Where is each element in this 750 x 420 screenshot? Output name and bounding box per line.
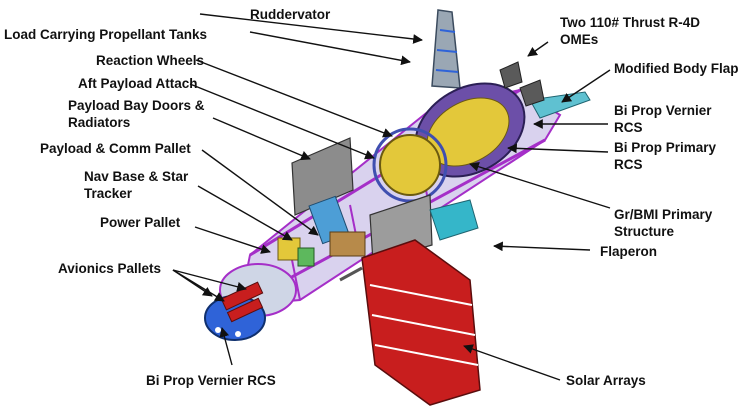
- label-aft-payload-attach: Aft Payload Attach: [78, 76, 198, 91]
- label-bi-prop-vernier-rcs-right: Bi Prop Vernier RCS: [614, 103, 712, 135]
- label-two-thrust-omes: Two 110# Thrust R-4D OMEs: [560, 15, 701, 47]
- label-payload-bay-doors: Payload Bay Doors & Radiators: [68, 98, 205, 130]
- leader-lines: [172, 13, 611, 381]
- nose-section: [204, 263, 297, 341]
- label-modified-body-flap: Modified Body Flap: [614, 61, 739, 76]
- propellant-tank: [372, 127, 448, 203]
- label-solar-arrays: Solar Arrays: [566, 373, 646, 388]
- internal-pallets: [277, 195, 366, 267]
- label-ruddervator: Ruddervator: [250, 7, 331, 22]
- label-reaction-wheels: Reaction Wheels: [96, 53, 205, 68]
- label-load-carrying-tanks: Load Carrying Propellant Tanks: [4, 27, 208, 42]
- label-bi-prop-primary-rcs: Bi Prop Primary RCS: [614, 140, 717, 172]
- label-flaperon: Flaperon: [600, 244, 658, 259]
- label-payload-comm-pallet: Payload & Comm Pallet: [40, 141, 191, 156]
- ome-engines: [499, 61, 545, 107]
- solar-array: [339, 239, 481, 406]
- label-power-pallet: Power Pallet: [100, 215, 181, 230]
- ruddervator-fin: [431, 9, 461, 89]
- label-gr-bmi-primary-structure: Gr/BMI Primary Structure: [614, 207, 713, 239]
- label-nav-base-star-tracker: Nav Base & Star Tracker: [84, 169, 189, 201]
- label-bi-prop-vernier-rcs-bottom: Bi Prop Vernier RCS: [146, 373, 276, 388]
- label-avionics-pallets: Avionics Pallets: [58, 261, 162, 276]
